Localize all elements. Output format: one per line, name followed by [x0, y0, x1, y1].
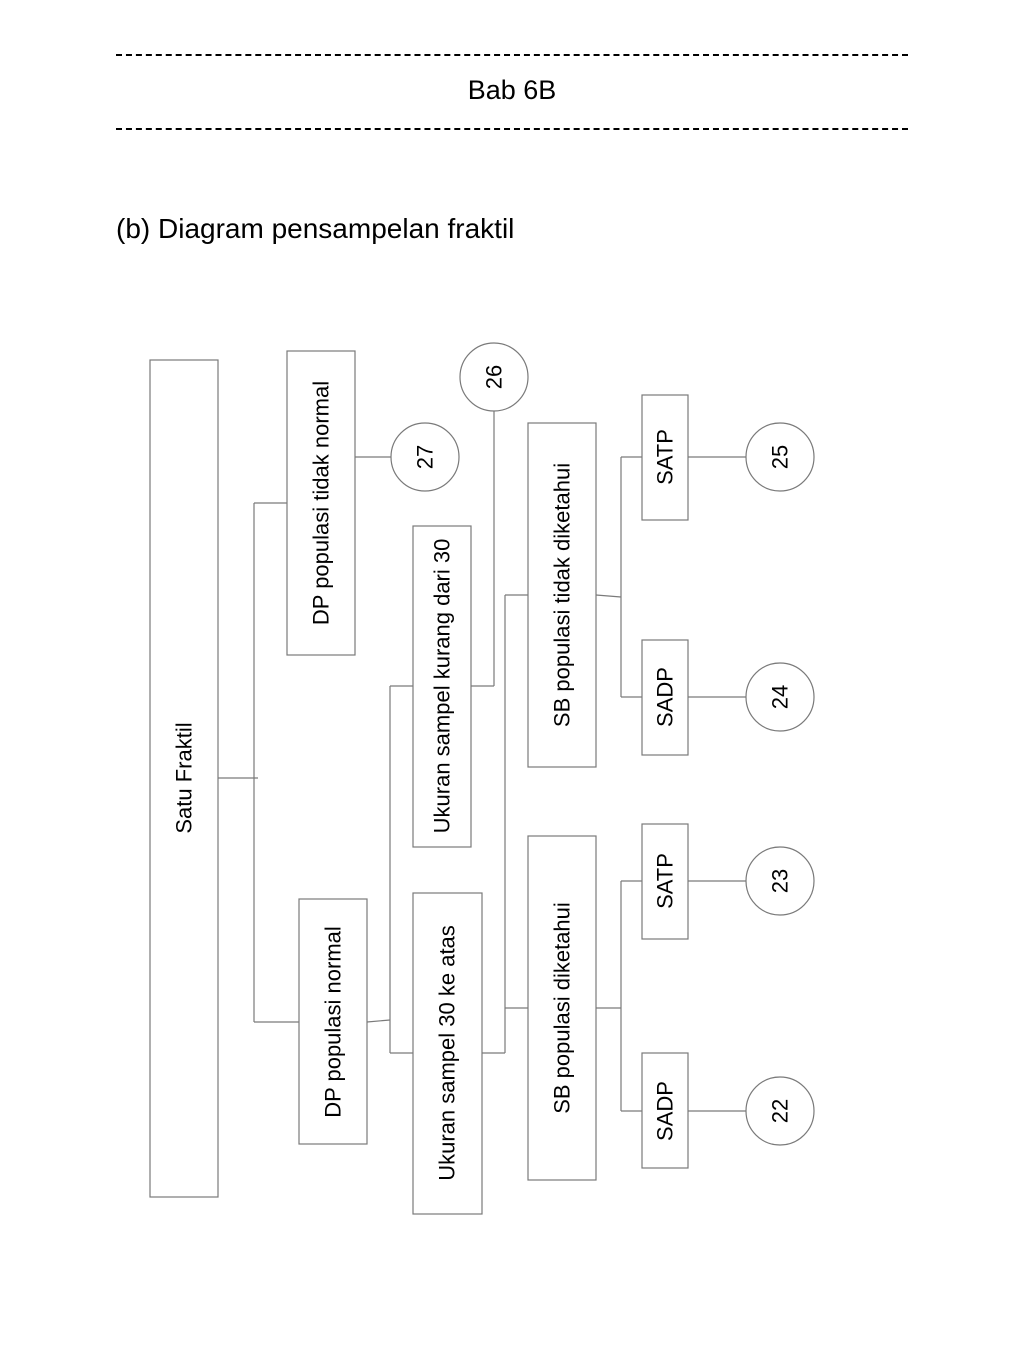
box-satp-2	[641, 823, 689, 940]
circle-25	[745, 422, 815, 492]
circle-24	[745, 662, 815, 732]
label-dp-not-normal: DP populasi tidak normal	[309, 381, 334, 625]
circle-27	[390, 422, 460, 492]
connector	[366, 1019, 391, 1023]
connector	[595, 594, 622, 598]
chapter-title: Bab 6B	[467, 75, 557, 105]
label-circle-23: 23	[768, 869, 793, 893]
box-satu-fraktil	[149, 359, 219, 1198]
diagram-subtitle: (b) Diagram pensampelan fraktil	[116, 213, 515, 244]
box-sample-30-up	[412, 892, 483, 1215]
box-sb-unknown	[527, 422, 597, 768]
label-circle-22: 22	[768, 1099, 793, 1123]
label-sadp-1: SADP	[653, 667, 678, 727]
box-sadp-2	[641, 1052, 689, 1169]
box-sample-under-30	[412, 525, 472, 848]
label-satp-1: SATP	[653, 429, 678, 485]
label-circle-27: 27	[413, 445, 438, 469]
circle-23	[745, 846, 815, 916]
label-sb-known: SB populasi diketahui	[550, 902, 575, 1114]
label-sample-under-30: Ukuran sampel kurang dari 30	[430, 539, 455, 834]
label-sb-unknown: SB populasi tidak diketahui	[550, 463, 575, 727]
label-satp-2: SATP	[653, 853, 678, 909]
label-circle-24: 24	[768, 685, 793, 709]
circle-22	[745, 1076, 815, 1146]
header-rule-top	[116, 54, 908, 56]
box-dp-not-normal	[286, 350, 356, 656]
box-sb-known	[527, 835, 597, 1181]
header-rule-bottom	[116, 128, 908, 130]
box-dp-normal	[298, 898, 368, 1145]
label-satu-fraktil: Satu Fraktil	[172, 722, 197, 833]
label-sadp-2: SADP	[653, 1081, 678, 1141]
circle-26	[459, 342, 529, 412]
label-sample-30-up: Ukuran sampel 30 ke atas	[435, 925, 460, 1181]
label-circle-25: 25	[768, 445, 793, 469]
label-circle-26: 26	[482, 365, 507, 389]
box-satp-1	[641, 394, 689, 521]
label-dp-normal: DP populasi normal	[321, 926, 346, 1118]
box-sadp-1	[641, 639, 689, 756]
